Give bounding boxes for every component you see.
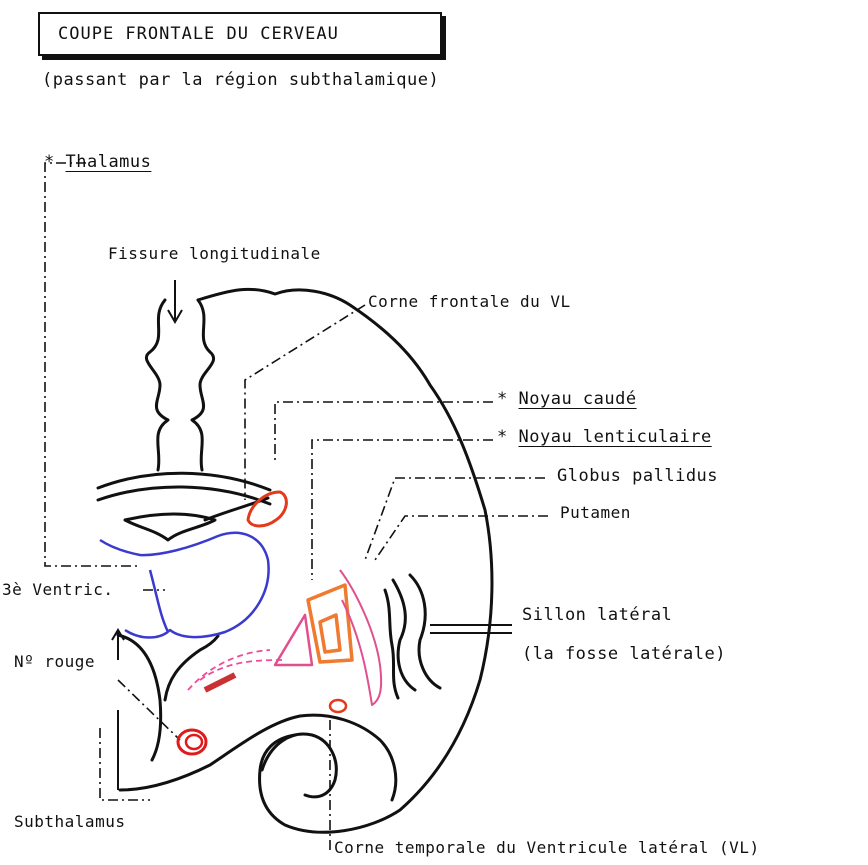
fissure-left-wall xyxy=(146,300,168,470)
putamen-label: Putamen xyxy=(560,503,631,522)
globus-label: Globus pallidus xyxy=(557,466,718,486)
thalamus-outline xyxy=(100,533,269,638)
noyau-lenticulaire-label: Noyau lenticulaire xyxy=(519,427,712,447)
rouge-leader xyxy=(118,680,180,740)
noyau-caude-star: * xyxy=(497,389,508,409)
globus-pallidus xyxy=(275,615,312,665)
fissure-label: Fissure longitudinale xyxy=(108,244,321,263)
rouge-label: Nº rouge xyxy=(14,652,95,671)
subthalamus-label: Subthalamus xyxy=(14,812,125,831)
noyau-lenticulaire-group: * Noyau lenticulaire xyxy=(497,427,712,447)
noyau-caude-group: * Noyau caudé xyxy=(497,389,637,409)
ventric-label: 3è Ventric. xyxy=(2,580,113,599)
noyau-lenticulaire-star: * xyxy=(497,427,508,447)
septum xyxy=(125,514,215,540)
sillon-label: Sillon latéral xyxy=(522,605,672,625)
thalamus-label: Thalamus xyxy=(66,152,152,172)
subthalamic-dash xyxy=(188,650,282,690)
fissure-right-wall xyxy=(192,300,214,470)
noyau-caude-label: Noyau caudé xyxy=(519,389,637,409)
globus-leader xyxy=(365,478,545,560)
putamen-shape xyxy=(308,585,352,662)
rouge-arrow xyxy=(112,630,124,660)
noyau-caude-leader xyxy=(275,402,493,460)
red-nucleus-inner xyxy=(186,735,202,749)
amygdala-mark xyxy=(330,700,346,712)
corne-frontale-label: Corne frontale du VL xyxy=(368,292,571,311)
thalamus-leader xyxy=(45,163,140,566)
noyau-lenticulaire-leader xyxy=(312,440,493,580)
hemisphere-outline xyxy=(198,289,492,832)
sillon-arrow xyxy=(430,625,512,633)
insula xyxy=(385,590,398,698)
putamen-leader xyxy=(375,516,548,560)
fosse-label: (la fosse latérale) xyxy=(522,644,726,664)
substantia-nigra xyxy=(205,675,235,690)
thalamus-label-group: * Thalamus xyxy=(44,152,151,172)
fissure-arrow xyxy=(168,280,182,322)
corne-temporale-label: Corne temporale du Ventricule latéral (V… xyxy=(334,838,760,857)
thalamus-star: * xyxy=(44,152,55,172)
